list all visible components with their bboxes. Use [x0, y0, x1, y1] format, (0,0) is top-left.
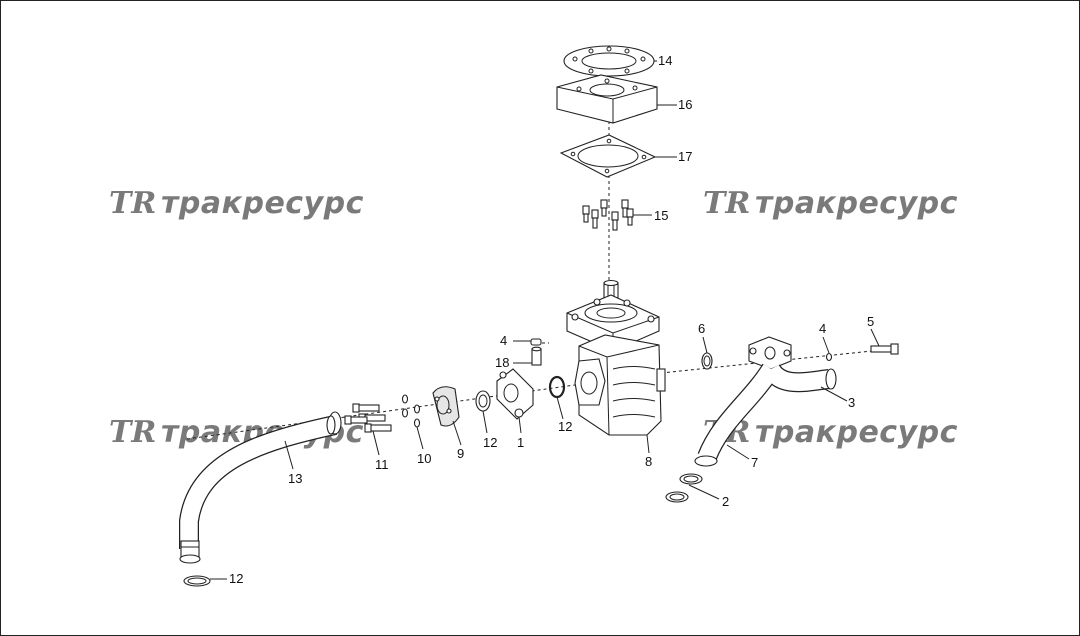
- callout-3: 3: [848, 395, 855, 410]
- callout-16: 16: [678, 97, 692, 112]
- part-10-washers: [401, 394, 421, 428]
- callout-10: 10: [417, 451, 431, 466]
- part-18-sleeve: [531, 346, 542, 366]
- leader-lines: [210, 60, 880, 580]
- callout-1: 1: [517, 435, 524, 450]
- part-8-pump-body: [566, 279, 666, 436]
- watermark-text: тракресурс: [161, 186, 364, 221]
- watermark-text: тракресурс: [755, 415, 958, 450]
- callout-14: 14: [658, 53, 672, 68]
- callout-15: 15: [654, 208, 668, 223]
- watermark-logo: TR: [109, 186, 156, 221]
- part-15-bolts: [582, 199, 634, 231]
- part-4-washer-right: [825, 352, 833, 362]
- part-3-tube-block: [748, 336, 792, 370]
- part-9-split-flange: [432, 386, 460, 427]
- part-12-o-ring-flange: [475, 390, 491, 412]
- watermark-top-right: TR тракресурс: [703, 186, 958, 221]
- callout-2: 2: [722, 494, 729, 509]
- part-2-rings: [665, 473, 703, 503]
- part-14-gasket: [563, 45, 655, 77]
- callout-4-left: 4: [500, 333, 507, 348]
- part-16-adapter-plate: [556, 74, 658, 124]
- callout-4-right: 4: [819, 321, 826, 336]
- callout-12-flange: 12: [483, 435, 497, 450]
- callout-12-bottom: 12: [229, 571, 243, 586]
- watermark-text: тракресурс: [755, 186, 958, 221]
- part-17-gasket: [559, 134, 657, 178]
- callout-11: 11: [375, 457, 389, 472]
- part-4-pin-left: [530, 338, 542, 346]
- callout-7: 7: [751, 455, 758, 470]
- watermark-bottom-right: TR тракресурс: [703, 415, 958, 450]
- callout-12-body: 12: [558, 419, 572, 434]
- watermark-top-left: TR тракресурс: [109, 186, 364, 221]
- callout-13: 13: [288, 471, 302, 486]
- callout-9: 9: [457, 446, 464, 461]
- callout-labels: 14 16 17 15 4 18 6 4 5 3 7 2 8 12 1 12 9…: [229, 53, 874, 586]
- callout-5: 5: [867, 314, 874, 329]
- callout-8: 8: [645, 454, 652, 469]
- part-5-bolt: [870, 343, 899, 355]
- part-7-elbow-tube: [694, 363, 837, 467]
- part-13-hose: [179, 411, 342, 564]
- callout-17: 17: [678, 149, 692, 164]
- part-1-flange-fitting: [496, 368, 534, 420]
- callout-18: 18: [495, 355, 509, 370]
- part-6-o-ring: [701, 352, 713, 370]
- watermark-logo: TR: [109, 415, 156, 450]
- part-12-o-ring-bottom: [183, 575, 211, 587]
- part-11-bolts: [344, 403, 392, 433]
- watermark-logo: TR: [703, 186, 750, 221]
- callout-6: 6: [698, 321, 705, 336]
